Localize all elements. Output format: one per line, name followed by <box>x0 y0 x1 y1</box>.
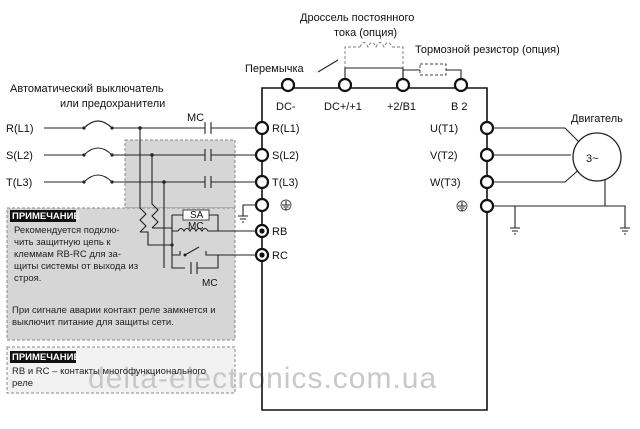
earth-icon-in <box>238 215 248 223</box>
terminal-ground-in[interactable] <box>254 197 270 213</box>
line-label-s: S(L2) <box>6 150 33 162</box>
ground-wire-in <box>242 204 256 216</box>
contactor-label: MC <box>187 112 204 124</box>
note2-title: ПРИМЕЧАНИЕ <box>12 352 80 363</box>
dc-choke-coil <box>359 42 393 49</box>
terminal-label-r: R(L1) <box>272 123 300 135</box>
motor <box>572 132 622 182</box>
brake-resistor-label: Тормозной резистор (опция) <box>415 44 560 56</box>
terminal-label-s: S(L2) <box>272 150 299 162</box>
terminal-s[interactable] <box>254 147 270 163</box>
note1-extra-2: выключит питание для защиты сети. <box>12 317 174 328</box>
breaker-switch-r <box>83 120 113 129</box>
note1-extra-1: При сигнале аварии контакт реле замкнетс… <box>12 305 216 316</box>
breaker-switch-s <box>83 147 113 156</box>
terminal-t[interactable] <box>254 174 270 190</box>
note2-line-1: RB и RC – контакты многофункционального <box>12 366 206 377</box>
dc-terminals: DC- DC+/+1 +2/B1 B 2 <box>276 77 469 113</box>
terminal-b1[interactable] <box>395 77 411 93</box>
terminal-label-v: V(T2) <box>430 150 458 162</box>
choke-label-1: Дроссель постоянного <box>300 12 414 24</box>
breaker-label-1: Автоматический выключатель <box>10 83 164 95</box>
line-label-r: R(L1) <box>6 123 34 135</box>
note1-title: ПРИМЕЧАНИЕ <box>12 211 80 222</box>
terminal-label-w: W(T3) <box>430 177 461 189</box>
input-terminals: R(L1) S(L2) T(L3) <box>254 120 300 213</box>
relay-label-rc: RC <box>272 250 288 262</box>
terminal-dc-plus[interactable] <box>337 77 353 93</box>
mc-contact-t <box>204 176 212 188</box>
breaker-label-2: или предохранители <box>60 98 165 110</box>
terminal-label-dc-minus: DC- <box>276 101 296 113</box>
output-terminals: U(T1) V(T2) W(T3) <box>430 120 495 214</box>
terminal-label-t: T(L3) <box>272 177 298 189</box>
brake-resistor <box>419 63 447 76</box>
note1-line-4: щиты системы от выхода из <box>14 261 138 272</box>
dc-choke-outline-r <box>392 46 404 79</box>
terminal-b2[interactable] <box>453 77 469 93</box>
input-lines: R(L1) S(L2) T(L3) <box>6 120 256 189</box>
terminal-label-b1: +2/B1 <box>387 101 416 113</box>
terminal-ground-out[interactable] <box>479 198 495 214</box>
note1-line-5: строя. <box>14 273 41 284</box>
mc-contact-label: MC <box>202 278 218 289</box>
mc-coil-label: MC <box>188 221 204 232</box>
jumper-wire <box>344 67 404 79</box>
terminal-label-b2: B 2 <box>451 101 468 113</box>
mc-contact-r <box>204 122 212 134</box>
terminal-dc-minus[interactable] <box>280 77 296 93</box>
note1-line-2: чить защитную цепь к <box>14 237 111 248</box>
jumper-label: Перемычка <box>245 63 305 75</box>
sa-label: SA <box>190 210 204 221</box>
note2-title-bg <box>10 351 76 363</box>
motor-wiring <box>493 127 630 235</box>
note1-line-1: Рекомендуется подклю- <box>14 225 120 236</box>
jumper-pointer <box>317 59 339 73</box>
relay-terminals: RB RC <box>254 223 288 263</box>
relay-label-rb: RB <box>272 226 287 238</box>
note1-title-bg <box>10 210 76 222</box>
terminal-u[interactable] <box>479 120 495 136</box>
terminal-v[interactable] <box>479 147 495 163</box>
terminal-label-dc-plus: DC+/+1 <box>324 101 362 113</box>
mc-contact-s <box>204 149 212 161</box>
line-label-t: T(L3) <box>6 177 32 189</box>
dc-choke-outline <box>344 46 360 79</box>
motor-label: Двигатель <box>571 113 623 125</box>
ground-icon-out <box>456 200 468 212</box>
motor-symbol: 3~ <box>586 153 599 165</box>
note-shaded-area <box>124 139 236 209</box>
breaker-switch-t <box>83 174 113 183</box>
note1-line-3: клеммам RB-RC для за- <box>14 249 121 260</box>
note2-line-2: реле <box>12 378 33 389</box>
brake-resistor-wire <box>402 69 420 79</box>
terminal-r[interactable] <box>254 120 270 136</box>
terminal-label-u: U(T1) <box>430 123 458 135</box>
drive-frame <box>261 87 488 411</box>
choke-label-2: тока (опция) <box>334 27 397 39</box>
ground-icon-in <box>280 199 292 211</box>
terminal-w[interactable] <box>479 174 495 190</box>
brake-resistor-wire-r <box>446 69 462 79</box>
protection-circuit: SA MC MC <box>138 126 256 289</box>
